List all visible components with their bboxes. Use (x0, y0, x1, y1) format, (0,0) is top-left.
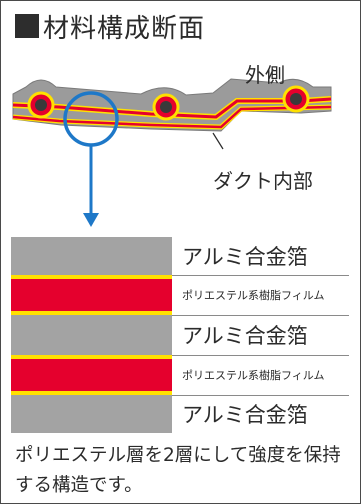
duct-leader-line (212, 132, 224, 150)
layer-film-2: ポリエステル系樹脂フィルム (11, 355, 349, 395)
layer-label: ポリエステル系樹脂フィルム (172, 355, 349, 395)
title-square-icon (15, 14, 39, 38)
duct-inner-label: ダクト内部 (213, 169, 313, 193)
layer-label: アルミ合金箔 (172, 395, 349, 433)
wire-core (160, 101, 172, 113)
layer-label: ポリエステル系樹脂フィルム (172, 275, 349, 315)
description-note: ポリエステル層を2層にして強度を保持する構造です。 (15, 445, 341, 496)
outside-leader-line (268, 68, 274, 80)
layer-divider (172, 275, 349, 276)
wire-core (35, 99, 47, 111)
layer-label: アルミ合金箔 (172, 237, 349, 275)
page-title: 材料構成断面 (43, 13, 206, 44)
layer-foil-3: アルミ合金箔 (11, 395, 349, 433)
duct-cross-section-diagram (12, 68, 332, 227)
layer-divider (172, 395, 349, 396)
layer-stack: アルミ合金箔 ポリエステル系樹脂フィルム アルミ合金箔 ポリエステル系樹脂フィル… (11, 237, 349, 433)
title-row: 材料構成断面 (15, 9, 206, 44)
layer-foil-2: アルミ合金箔 (11, 315, 349, 355)
film-layer-red-lower (12, 105, 332, 129)
layer-divider (172, 315, 349, 316)
wire-beads (27, 85, 310, 121)
wire-core (290, 93, 302, 105)
layer-foil-1: アルミ合金箔 (11, 237, 349, 275)
down-arrow-icon (83, 213, 99, 227)
layer-label: アルミ合金箔 (172, 315, 349, 355)
layer-film-1: ポリエステル系樹脂フィルム (11, 275, 349, 315)
layer-divider (172, 355, 349, 356)
outside-label: 外側 (245, 63, 285, 87)
